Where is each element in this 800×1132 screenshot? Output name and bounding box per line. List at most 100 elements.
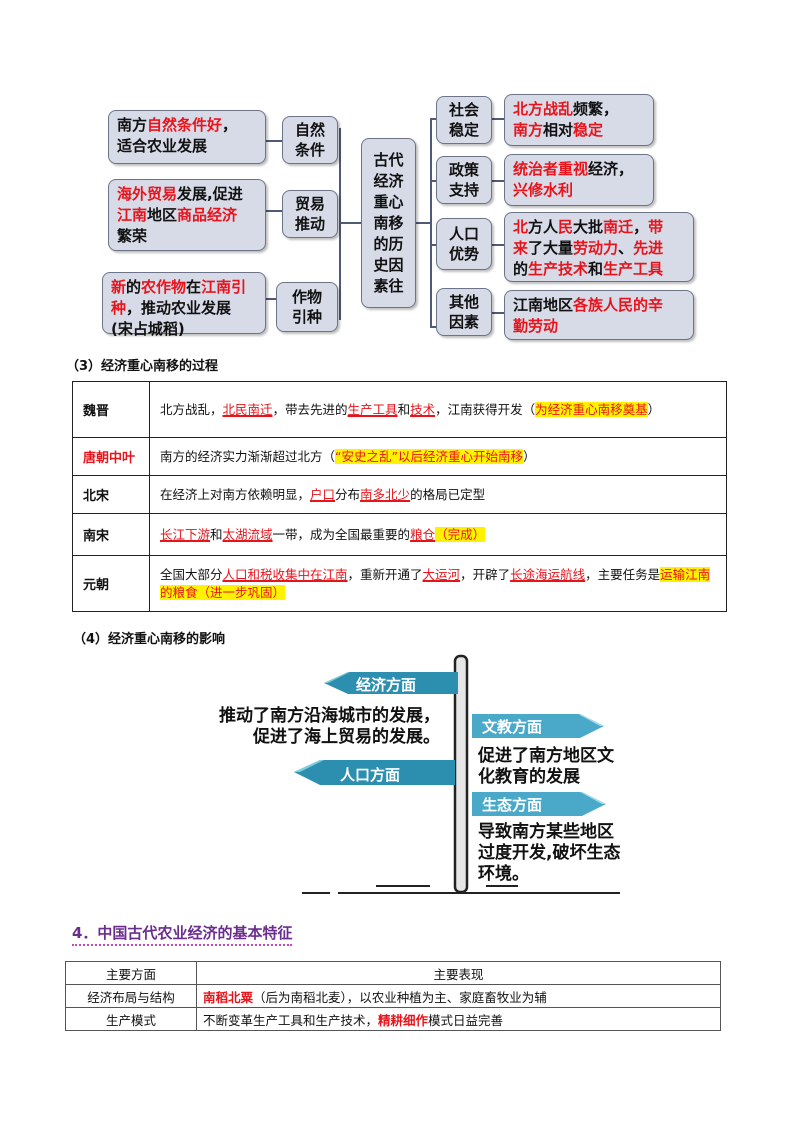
- text-segment: 南迁: [603, 218, 634, 236]
- text-segment: 稳定: [573, 121, 604, 139]
- text-segment: 商品经济: [177, 206, 238, 224]
- factor-desc-trade: 海外贸易发展,促进江南地区商品经济繁荣: [108, 179, 266, 251]
- text-segment: 民: [558, 218, 574, 236]
- text-segment: 南方的经济实力渐渐超过北方（: [160, 448, 336, 464]
- text-segment: 南多北少: [360, 486, 411, 502]
- text-segment: 为经济重心南移奠基: [535, 401, 648, 417]
- table-row: 经济布局与结构 南稻北粟（后为南稻北麦），以农业种植为主、家庭畜牧业为辅: [65, 984, 721, 1008]
- text-segment: 全国大部分: [160, 566, 223, 582]
- table-row: 生产模式 不断变革生产工具和生产技术，精耕细作模式日益完善: [65, 1007, 721, 1031]
- connector-line: [430, 244, 436, 246]
- text-segment: 、: [618, 239, 634, 257]
- text-segment: 种: [111, 299, 127, 317]
- text-segment: 经济，: [588, 160, 634, 178]
- text-segment: 南稻北粟: [203, 989, 254, 1005]
- text-segment: 大批: [573, 218, 604, 236]
- category-natural: 自然条件: [282, 116, 338, 164]
- connector-line: [416, 222, 432, 224]
- text-segment: 频繁，: [573, 100, 619, 118]
- text-segment: 劳动力: [573, 239, 619, 257]
- text-segment: 江南地区: [513, 296, 574, 314]
- category-trade: 贸易推动: [282, 190, 338, 238]
- text-segment: 大运河: [422, 566, 461, 582]
- text-segment: 精耕细作: [378, 1012, 429, 1028]
- sign-culture: 文教方面: [482, 718, 543, 736]
- text-segment: 南方: [117, 116, 148, 134]
- desc-cell: 南方的经济实力渐渐超过北方（“安史之乱”以后经济重心开始南移）: [149, 437, 727, 476]
- table-header-row: 主要方面 主要表现: [65, 961, 721, 985]
- factor-desc-natural: 南方自然条件好，适合农业发展: [108, 110, 266, 164]
- text-segment: 统治者重视: [513, 160, 589, 178]
- table-row: 元朝 全国大部分人口和税收集中在江南，重新开通了大运河，开辟了长途海运航线，主要…: [72, 555, 727, 612]
- detail-cell: 南稻北粟（后为南稻北麦），以农业种植为主、家庭畜牧业为辅: [196, 984, 721, 1008]
- desc-cell: 在经济上对南方依赖明显，户口分布南多北少的格局已定型: [149, 475, 727, 514]
- table-row: 唐朝中叶 南方的经济实力渐渐超过北方（“安史之乱”以后经济重心开始南移）: [72, 437, 727, 476]
- column-header: 主要表现: [196, 961, 721, 985]
- text-segment: 先进: [633, 239, 664, 257]
- text-segment: 勤劳动: [513, 317, 559, 335]
- category-label: 政策支持: [448, 161, 479, 199]
- text-segment: ，: [222, 116, 238, 134]
- text-segment: 了大量: [528, 239, 574, 257]
- text-segment: 江南引: [201, 278, 247, 296]
- connector-line: [492, 312, 504, 314]
- connector-line: [339, 128, 341, 320]
- text-segment: 兴修水利: [513, 181, 574, 199]
- text-segment: 长江下游: [160, 526, 211, 542]
- text-segment: 户口: [310, 486, 336, 502]
- connector-line: [430, 118, 436, 120]
- text-segment: 地区: [147, 206, 178, 224]
- category-label: 人口优势: [448, 225, 479, 263]
- sign-population: 人口方面: [340, 766, 401, 784]
- category-population: 人口优势: [436, 218, 492, 270]
- text-segment: 的: [513, 260, 529, 278]
- center-node: 古代经济重心南移的历史因素往: [361, 138, 416, 308]
- aspect-cell: 生产模式: [65, 1007, 197, 1031]
- text-segment: 人口和税收集中在江南: [222, 566, 348, 582]
- category-policy: 政策支持: [436, 156, 492, 204]
- connector-line: [430, 180, 436, 182]
- impact-ecology-text: 导致南方某些地区 过度开发,破坏生态 环境。: [478, 822, 621, 884]
- text-segment: 和: [588, 260, 604, 278]
- connector-line: [492, 118, 504, 120]
- text-segment: （完成）: [435, 526, 486, 542]
- text-segment: 生产技术: [528, 260, 589, 278]
- era-cell: 北宋: [72, 475, 150, 514]
- text-segment: 不断变革生产工具和生产技术，: [203, 1012, 379, 1028]
- text-segment: 在经济上对南方依赖明显，: [160, 486, 311, 502]
- section-heading-impact: （4）经济重心南移的影响: [73, 632, 226, 647]
- text-segment: 的格局已定型: [410, 486, 486, 502]
- era-cell: 唐朝中叶: [72, 437, 150, 476]
- detail-cell: 不断变革生产工具和生产技术，精耕细作模式日益完善: [196, 1007, 721, 1031]
- text-segment: 来: [513, 239, 529, 257]
- factor-desc-population: 北方人民大批南迁，带来了大量劳动力、先进的生产技术和生产工具: [504, 212, 694, 282]
- connector-line: [430, 326, 436, 328]
- text-segment: 一带，成为全国最重要的: [272, 526, 411, 542]
- text-segment: 农作物: [141, 278, 187, 296]
- desc-cell: 北方战乱，北民南迁，带去先进的生产工具和技术，江南获得开发（为经济重心南移奠基）: [149, 381, 727, 438]
- features-table: 主要方面 主要表现 经济布局与结构 南稻北粟（后为南稻北麦），以农业种植为主、家…: [65, 961, 721, 1031]
- text-segment: 北: [513, 218, 529, 236]
- text-segment: ，主要任务是: [585, 566, 661, 582]
- connector-line: [266, 210, 282, 212]
- text-segment: 在: [186, 278, 202, 296]
- text-segment: 长途海运航线: [510, 566, 586, 582]
- category-label: 其他因素: [448, 293, 479, 331]
- text-segment: 生产工具: [603, 260, 664, 278]
- text-segment: 相对: [543, 121, 574, 139]
- text-segment: 的: [126, 278, 142, 296]
- category-label: 社会稳定: [448, 101, 479, 139]
- text-segment: 北民南迁: [222, 401, 273, 417]
- text-segment: ，开辟了: [460, 566, 511, 582]
- aspect-cell: 经济布局与结构: [65, 984, 197, 1008]
- connector-line: [492, 244, 504, 246]
- text-segment: 技术: [410, 401, 436, 417]
- factor-desc-other: 江南地区各族人民的辛勤劳动: [504, 290, 694, 340]
- table-row: 南宋 长江下游和太湖流域一带，成为全国最重要的粮仓（完成）: [72, 513, 727, 556]
- text-segment: 繁荣: [117, 227, 148, 245]
- factor-desc-policy: 统治者重视经济， 兴修水利: [504, 154, 654, 206]
- text-segment: 海外贸易: [117, 185, 178, 203]
- text-segment: 各族人民的辛: [573, 296, 664, 314]
- desc-cell: 长江下游和太湖流域一带，成为全国最重要的粮仓（完成）: [149, 513, 727, 556]
- category-label: 自然条件: [294, 121, 325, 159]
